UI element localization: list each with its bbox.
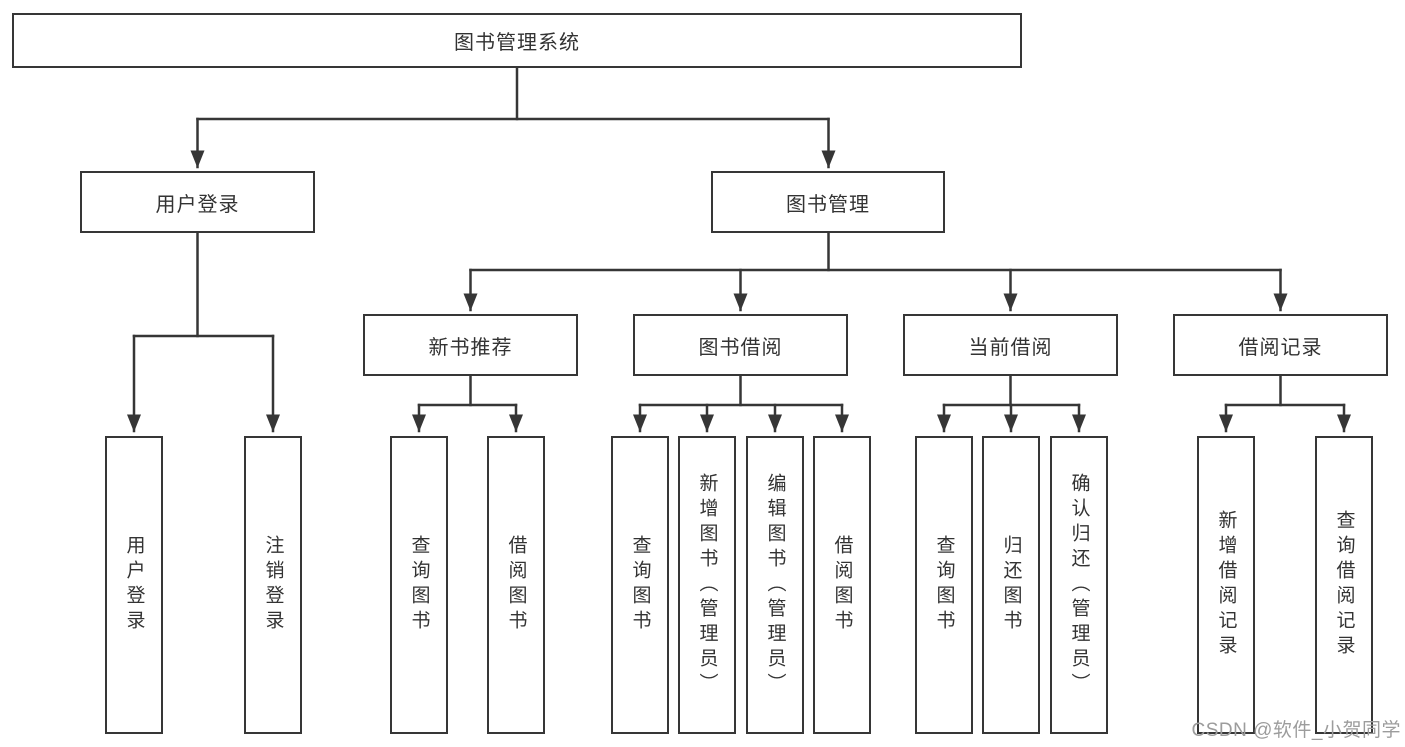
leaf-query-books-recommend: 查询图书: [390, 436, 448, 734]
leaf-add-borrow-record: 新增借阅记录: [1197, 436, 1255, 734]
leaf-add-borrow-record-label: 新增借阅记录: [1215, 510, 1237, 660]
leaf-borrow-books-recommend-label: 借阅图书: [505, 535, 527, 635]
leaf-borrow-books-label: 借阅图书: [831, 535, 853, 635]
node-new-book-recommendation-label: 新书推荐: [428, 336, 513, 359]
node-book-management-label: 图书管理: [786, 193, 870, 216]
node-user-login-label: 用户登录: [155, 193, 240, 216]
node-borrowing-records: 借阅记录: [1173, 314, 1388, 376]
leaf-return-books-label: 归还图书: [1000, 535, 1022, 635]
leaf-query-books-current-label: 查询图书: [933, 535, 955, 635]
node-new-book-recommendation: 新书推荐: [363, 314, 578, 376]
leaf-add-books-admin: 新增图书（管理员）: [678, 436, 736, 734]
leaf-return-books: 归还图书: [982, 436, 1040, 734]
leaf-query-books-label: 查询图书: [629, 535, 651, 635]
leaf-edit-books-admin: 编辑图书（管理员）: [746, 436, 804, 734]
node-book-management: 图书管理: [711, 171, 945, 233]
connector-book-borrowing-split: [633, 374, 849, 433]
leaf-edit-books-admin-label: 编辑图书（管理员）: [764, 472, 786, 698]
connector-user-login-split: [127, 231, 280, 433]
connector-book-management-split: [463, 231, 1288, 312]
leaf-query-books: 查询图书: [611, 436, 669, 734]
node-current-borrowing: 当前借阅: [903, 314, 1118, 376]
node-book-borrowing: 图书借阅: [633, 314, 848, 376]
node-root-label: 图书管理系统: [454, 32, 580, 54]
connector-current-borrowing-split: [937, 374, 1086, 433]
leaf-confirm-return-admin-label: 确认归还（管理员）: [1068, 472, 1090, 698]
node-root: 图书管理系统: [12, 13, 1022, 68]
leaf-query-books-current: 查询图书: [915, 436, 973, 734]
leaf-logout-label: 注销登录: [262, 535, 284, 635]
node-current-borrowing-label: 当前借阅: [968, 336, 1053, 359]
connector-borrowing-records-split: [1219, 374, 1351, 433]
connector-new-book-split: [412, 374, 523, 433]
watermark: CSDN @软件_小贺同学: [1191, 720, 1401, 741]
leaf-logout: 注销登录: [244, 436, 302, 734]
node-user-login: 用户登录: [80, 171, 315, 233]
leaf-borrow-books-recommend: 借阅图书: [487, 436, 545, 734]
node-book-borrowing-label: 图书借阅: [698, 336, 783, 359]
leaf-confirm-return-admin: 确认归还（管理员）: [1050, 436, 1108, 734]
node-borrowing-records-label: 借阅记录: [1238, 336, 1323, 359]
leaf-query-borrow-record-label: 查询借阅记录: [1333, 510, 1355, 660]
leaf-add-books-admin-label: 新增图书（管理员）: [696, 472, 718, 698]
leaf-borrow-books: 借阅图书: [813, 436, 871, 734]
leaf-query-borrow-record: 查询借阅记录: [1315, 436, 1373, 734]
leaf-user-login-label: 用户登录: [123, 535, 145, 635]
leaf-query-books-recommend-label: 查询图书: [408, 535, 430, 635]
connector-root-split: [190, 66, 836, 169]
leaf-user-login: 用户登录: [105, 436, 163, 734]
